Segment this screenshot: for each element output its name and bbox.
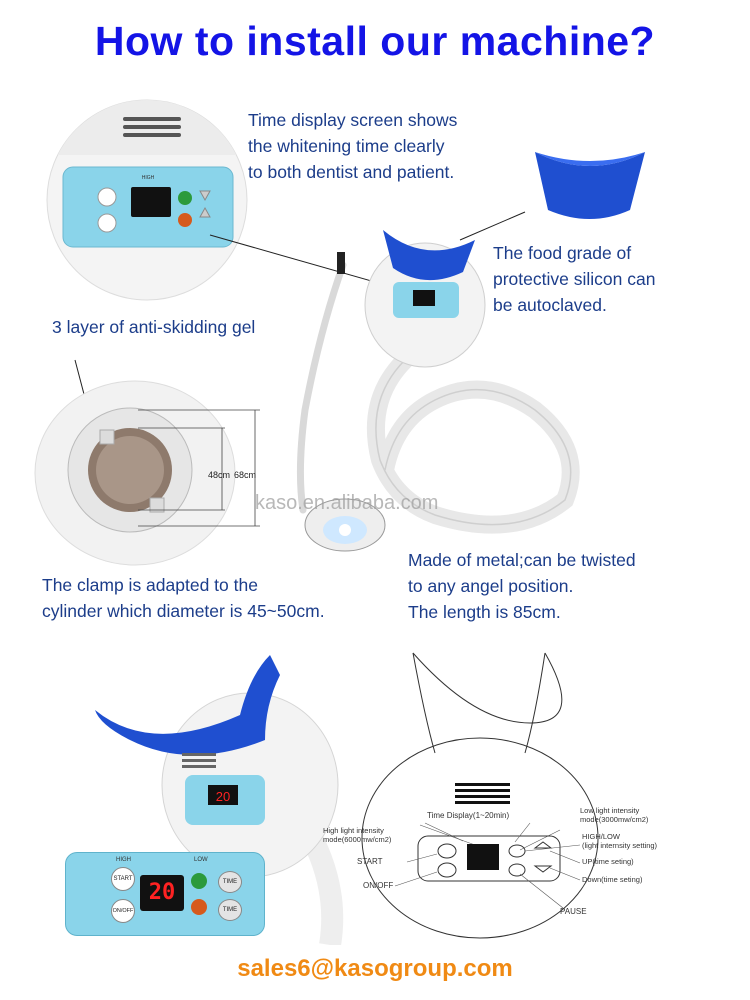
caption-clamp: The clamp is adapted to the cylinder whi… <box>42 575 325 621</box>
onoff-button[interactable]: ON/OFF <box>111 899 135 923</box>
speaker-grille-icon <box>123 117 181 137</box>
dimension-outer: 68cm <box>234 470 256 480</box>
pause-button[interactable] <box>191 899 207 915</box>
device-head-image: 20 <box>95 655 344 945</box>
panel-low-label: LOW <box>194 857 208 863</box>
contact-email[interactable]: sales6@kasogroup.com <box>237 955 513 982</box>
page-title: How to install our machine? <box>94 18 656 64</box>
diagram-time-display-label: Time Display(1~20min) <box>427 811 510 820</box>
diagram-onoff-label: ON/OFF <box>363 881 394 890</box>
panel-high-label: HIGH <box>142 175 155 181</box>
caption-gel: 3 layer of anti-skidding gel <box>52 317 256 337</box>
diagram-low-mode-label: Low light intensity mode(3000mw/cm2) <box>580 806 649 824</box>
panel-high-label: HIGH <box>116 857 131 863</box>
diagram-up-label: UP(time seting) <box>582 857 634 866</box>
silicon-cup-image <box>535 152 645 219</box>
caption-display: Time display screen shows the whitening … <box>248 110 458 182</box>
caption-silicon: The food grade of protective silicon can… <box>493 243 656 315</box>
control-panel-closeup: HIGH <box>46 99 248 301</box>
dimension-inner: 48cm <box>208 470 230 480</box>
time-display: 20 <box>140 875 184 911</box>
diagram-start-label: START <box>357 857 383 866</box>
diagram-down-label: Down(time seting) <box>582 875 643 884</box>
device-display-value: 20 <box>216 789 230 804</box>
diagram-high-mode-label: High light intensity mode(6000mw/cm2) <box>323 826 392 844</box>
diagram-high-low-label: HIGH/LOW (light internsity setting) <box>582 832 658 850</box>
whitening-device-image <box>296 230 580 552</box>
speaker-grille-icon <box>182 753 216 768</box>
control-panel: HIGH LOW START ON/OFF 20 TIME TIME <box>65 852 265 936</box>
watermark: kaso.en.alibaba.com <box>255 492 439 514</box>
clamp-closeup-image: 48cm 68cm <box>34 380 260 566</box>
line-diagram <box>361 652 599 939</box>
time-down-button[interactable]: TIME <box>218 899 242 921</box>
start-button[interactable]: START <box>111 867 135 891</box>
diagram-pause-label: PAUSE <box>560 907 587 916</box>
high-low-button[interactable] <box>191 873 207 889</box>
caption-metal: Made of metal;can be twisted to any ange… <box>408 550 636 622</box>
time-up-button[interactable]: TIME <box>218 871 242 893</box>
